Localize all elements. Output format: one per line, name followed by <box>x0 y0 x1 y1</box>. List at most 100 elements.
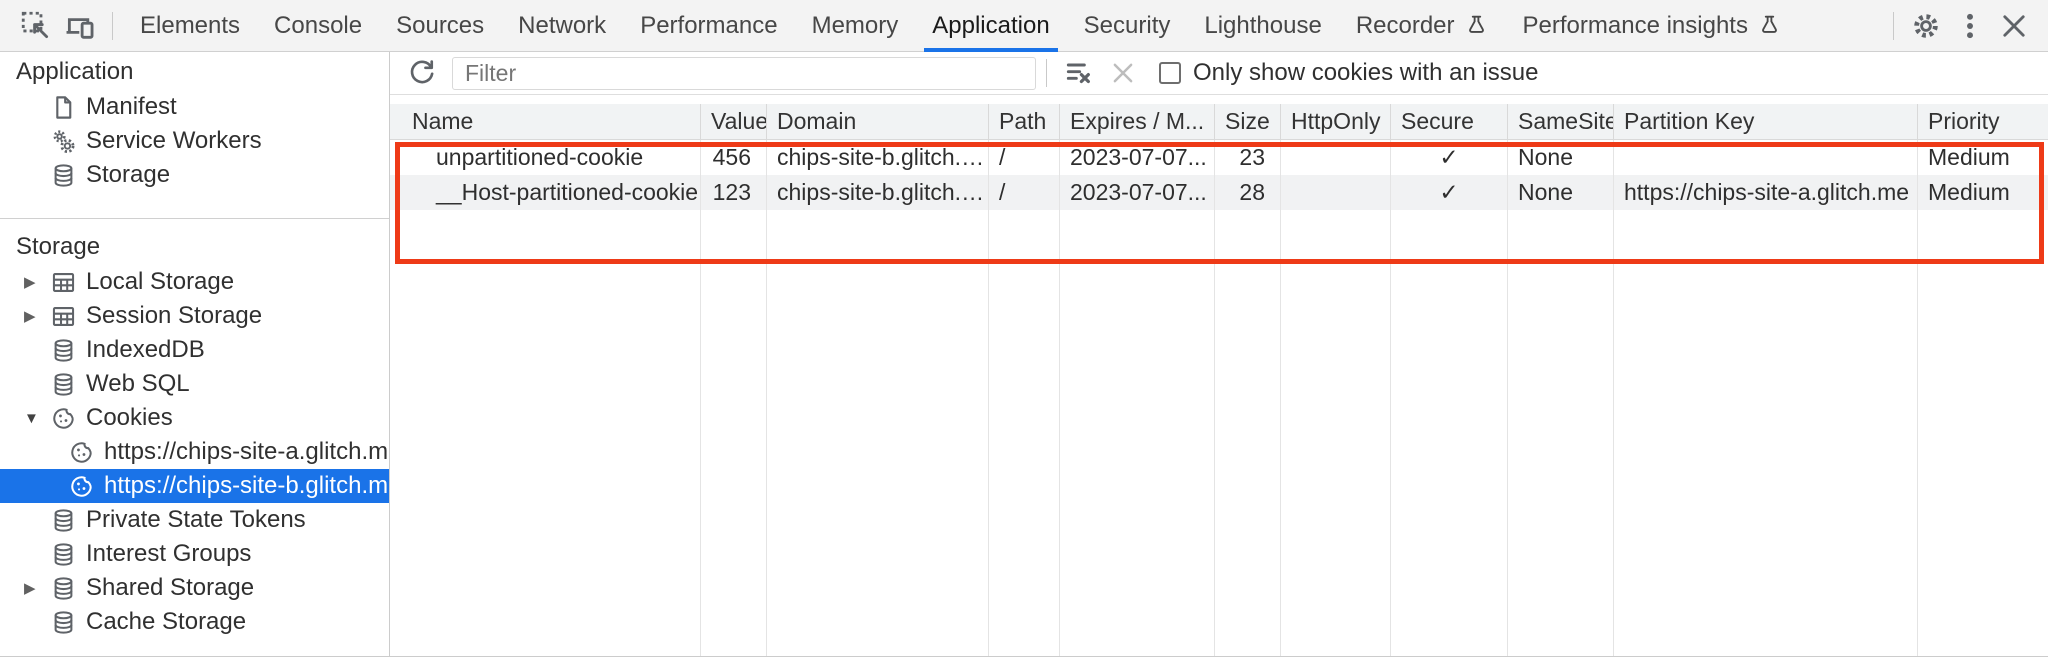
more-icon <box>1967 13 1973 38</box>
cookies-panel: Only show cookies with an issue Name Val… <box>390 52 2048 656</box>
column-header-expires[interactable]: Expires / M... <box>1060 104 1215 140</box>
sidebar-item-label: Interest Groups <box>86 540 252 567</box>
cookie-row-cell-size[interactable]: 28 <box>1215 175 1281 210</box>
database-icon <box>50 337 77 364</box>
sidebar-item-label: Service Workers <box>86 127 262 154</box>
sidebar-item-cookies[interactable]: ▼ Cookies <box>0 401 389 435</box>
cookie-row-cell-size[interactable]: 23 <box>1215 140 1281 175</box>
cookie-row-cell-priority[interactable]: Medium <box>1918 140 2048 175</box>
cookie-row-cell-samesite[interactable]: None <box>1508 140 1614 175</box>
gear-icon <box>1914 13 1938 38</box>
settings-button[interactable] <box>1904 4 1948 48</box>
column-header-size[interactable]: Size <box>1215 104 1281 140</box>
sidebar-item-shared-storage[interactable]: ▶ Shared Storage <box>0 571 389 605</box>
column-header-httponly[interactable]: HttpOnly <box>1281 104 1391 140</box>
table-empty-column <box>767 210 989 656</box>
column-header-partition-key[interactable]: Partition Key <box>1614 104 1918 140</box>
filter-input[interactable] <box>452 56 1036 90</box>
chevron-right-icon[interactable]: ▶ <box>24 308 36 325</box>
cookie-row-cell-domain[interactable]: chips-site-b.glitch.me <box>767 140 989 175</box>
tab-lighthouse[interactable]: Lighthouse <box>1204 11 1322 39</box>
toolbar-divider <box>1893 11 1894 40</box>
tab-security[interactable]: Security <box>1083 11 1171 39</box>
column-header-domain[interactable]: Domain <box>767 104 989 140</box>
cookie-row-cell-domain[interactable]: chips-site-b.glitch.me <box>767 175 989 210</box>
sidebar-item-session-storage[interactable]: ▶ Session Storage <box>0 299 389 333</box>
table-empty-column <box>1614 210 1918 656</box>
sidebar-item-cache-storage[interactable]: Cache Storage <box>0 605 389 639</box>
cookie-row-cell-name[interactable]: __Host-partitioned-cookie <box>390 175 701 210</box>
column-header-samesite[interactable]: SameSite <box>1508 104 1614 140</box>
sidebar-item-indexeddb[interactable]: IndexedDB <box>0 333 389 367</box>
cookie-icon <box>68 473 95 500</box>
flask-icon <box>1468 15 1484 33</box>
column-header-priority[interactable]: Priority <box>1918 104 2048 140</box>
sidebar-item-service-workers[interactable]: Service Workers <box>0 124 389 158</box>
cookie-row-cell-httponly[interactable] <box>1281 175 1391 210</box>
tab-sources[interactable]: Sources <box>396 11 485 39</box>
toolbar-divider <box>1046 59 1047 87</box>
clear-filter-button[interactable] <box>1057 51 1101 95</box>
sidebar-item-storage[interactable]: Storage <box>0 158 389 192</box>
delete-selected-button[interactable] <box>1101 51 1145 95</box>
cookie-row-cell-samesite[interactable]: None <box>1508 175 1614 210</box>
sidebar-item-label: https://chips-site-a.glitch.me <box>104 438 390 465</box>
panel-tabs: Elements Console Sources Network Perform… <box>123 0 1799 52</box>
cookie-row-cell-path[interactable]: / <box>989 175 1060 210</box>
tab-recorder[interactable]: Recorder <box>1339 0 1506 52</box>
cookie-row-cell-partition-key[interactable]: https://chips-site-a.glitch.me <box>1614 175 1918 210</box>
tab-performance-insights-label: Performance insights <box>1522 11 1748 39</box>
tab-application[interactable]: Application <box>915 0 1066 52</box>
cookie-row-cell-priority[interactable]: Medium <box>1918 175 2048 210</box>
inspect-element-button[interactable] <box>14 4 58 48</box>
sidebar-item-cookies-chips-site-b[interactable]: https://chips-site-b.glitch.me <box>0 469 389 503</box>
column-header-secure[interactable]: Secure <box>1391 104 1508 140</box>
device-toolbar-button[interactable] <box>58 4 102 48</box>
table-empty-column <box>701 210 767 656</box>
cookie-row-cell-partition-key[interactable] <box>1614 140 1918 175</box>
sidebar-item-interest-groups[interactable]: Interest Groups <box>0 537 389 571</box>
issue-filter-checkbox[interactable] <box>1159 62 1181 84</box>
cookie-row-cell-expires[interactable]: 2023-07-07... <box>1060 140 1215 175</box>
sidebar-item-label: https://chips-site-b.glitch.me <box>104 472 390 499</box>
sidebar-item-label: Session Storage <box>86 302 263 329</box>
cookie-row-cell-value[interactable]: 123 <box>701 175 767 210</box>
close-devtools-button[interactable] <box>1992 4 2036 48</box>
tabbar-right-controls <box>1883 4 2048 48</box>
sidebar-item-local-storage[interactable]: ▶ Local Storage <box>0 265 389 299</box>
sidebar-item-label: Storage <box>86 161 171 188</box>
issue-filter-checkbox-label[interactable]: Only show cookies with an issue <box>1193 59 1539 86</box>
more-options-button[interactable] <box>1948 4 1992 48</box>
table-empty-column <box>1508 210 1614 656</box>
cookie-row-cell-expires[interactable]: 2023-07-07... <box>1060 175 1215 210</box>
cookie-row-cell-name[interactable]: unpartitioned-cookie <box>390 140 701 175</box>
tab-elements[interactable]: Elements <box>140 11 241 39</box>
tab-performance-insights[interactable]: Performance insights <box>1506 0 1799 52</box>
database-icon <box>50 162 77 189</box>
refresh-icon <box>410 60 434 84</box>
sidebar-section-storage: Storage <box>16 233 101 260</box>
cookie-row-cell-path[interactable]: / <box>989 140 1060 175</box>
chevron-right-icon[interactable]: ▶ <box>24 274 36 291</box>
sidebar-item-private-state-tokens[interactable]: Private State Tokens <box>0 503 389 537</box>
sidebar-item-manifest[interactable]: Manifest <box>0 90 389 124</box>
cookies-table: Name Value Domain Path Expires / M... Si… <box>390 104 2048 656</box>
cookie-row-cell-httponly[interactable] <box>1281 140 1391 175</box>
cookie-row-cell-value[interactable]: 456 <box>701 140 767 175</box>
sidebar-item-web-sql[interactable]: Web SQL <box>0 367 389 401</box>
column-header-name[interactable]: Name <box>390 104 701 140</box>
cookie-row-cell-secure[interactable]: ✓ <box>1391 140 1508 175</box>
tab-memory[interactable]: Memory <box>811 11 899 39</box>
sidebar-item-cookies-chips-site-a[interactable]: https://chips-site-a.glitch.me <box>0 435 389 469</box>
tab-performance[interactable]: Performance <box>640 11 778 39</box>
column-header-value[interactable]: Value <box>701 104 767 140</box>
chevron-right-icon[interactable]: ▶ <box>24 580 36 597</box>
cookie-row-cell-secure[interactable]: ✓ <box>1391 175 1508 210</box>
cookies-table-area: Name Value Domain Path Expires / M... Si… <box>390 95 2048 656</box>
database-icon <box>50 541 77 568</box>
tab-network[interactable]: Network <box>518 11 607 39</box>
refresh-button[interactable] <box>400 51 444 95</box>
chevron-down-icon[interactable]: ▼ <box>24 409 39 427</box>
tab-console[interactable]: Console <box>274 11 363 39</box>
column-header-path[interactable]: Path <box>989 104 1060 140</box>
